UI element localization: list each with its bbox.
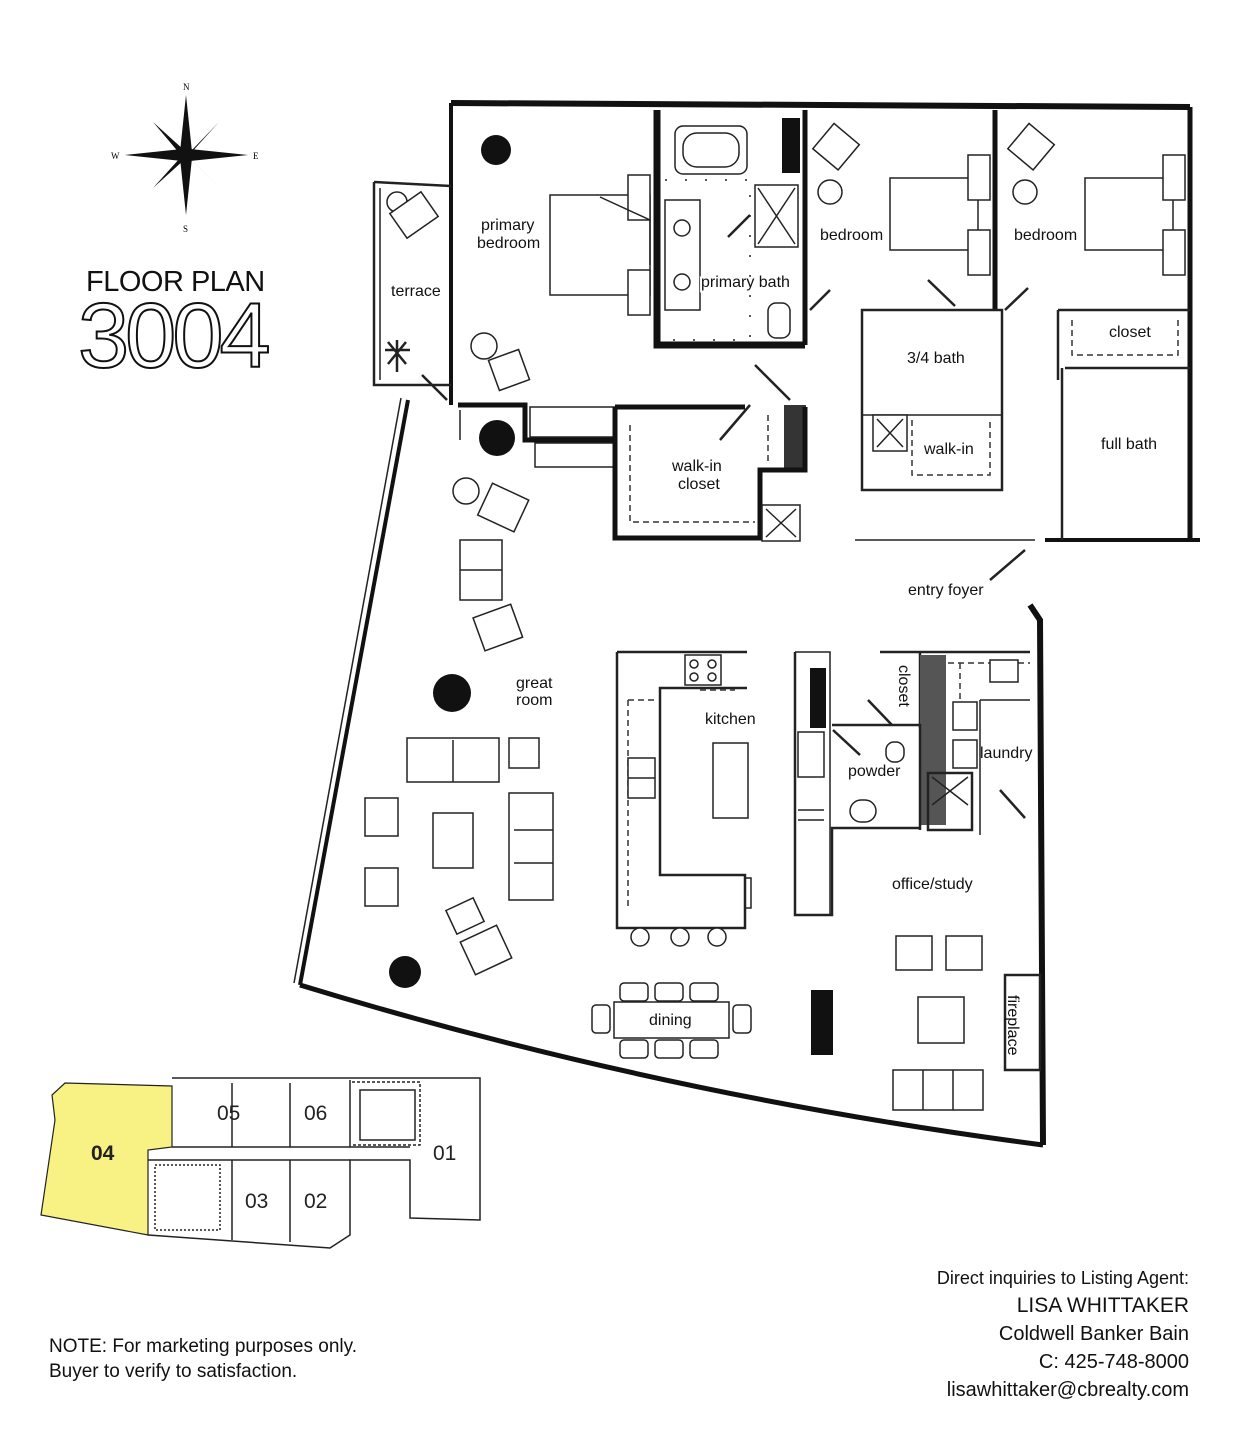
label-powder: powder xyxy=(848,763,901,780)
keyplan-label-01: 01 xyxy=(433,1142,456,1165)
label-entry-foyer: entry foyer xyxy=(908,582,984,599)
keyplan-label-02: 02 xyxy=(304,1190,327,1213)
label-walk-in: walk-in xyxy=(923,441,974,458)
furniture xyxy=(364,118,1186,1111)
keyplan-label-04: 04 xyxy=(91,1142,115,1165)
agent-name: LISA WHITTAKER xyxy=(1016,1294,1189,1317)
label-closet-vertical: closet xyxy=(895,665,912,707)
agent-email[interactable]: lisawhittaker@cbrealty.com xyxy=(946,1379,1189,1401)
note-line-1: NOTE: For marketing purposes only. xyxy=(49,1336,357,1357)
label-primary-bath: primary bath xyxy=(701,274,790,291)
room-labels: terrace primary bedroom primary bath bed… xyxy=(391,217,1157,1056)
compass-rose-icon: N S W E xyxy=(111,82,259,234)
label-terrace: terrace xyxy=(391,283,441,300)
label-kitchen: kitchen xyxy=(705,711,756,728)
compass-e: E xyxy=(253,151,259,161)
note-line-2: Buyer to verify to satisfaction. xyxy=(49,1361,298,1382)
label-fireplace: fireplace xyxy=(1004,995,1021,1056)
agent-intro: Direct inquiries to Listing Agent: xyxy=(936,1268,1189,1288)
label-laundry: laundry xyxy=(980,745,1032,762)
label-bedroom-b: bedroom xyxy=(1014,227,1077,244)
keyplan-label-05: 05 xyxy=(217,1102,240,1125)
door-swings xyxy=(421,214,1029,819)
interior-walls xyxy=(458,110,1190,1072)
label-office-study: office/study xyxy=(892,876,973,893)
unit-number: 3004 xyxy=(77,285,272,387)
label-walk-in-closet-2: closet xyxy=(678,476,720,493)
agent-contact-block: Direct inquiries to Listing Agent: LISA … xyxy=(937,1264,1189,1404)
label-primary-bedroom-1: primary xyxy=(481,217,534,234)
agent-company: Coldwell Banker Bain xyxy=(998,1323,1189,1345)
label-dining: dining xyxy=(649,1012,692,1029)
keyplan-label-03: 03 xyxy=(245,1190,268,1213)
floor-plan-title: FLOOR PLAN xyxy=(86,266,265,298)
keyplan-label-06: 06 xyxy=(304,1102,327,1125)
compass-s: S xyxy=(183,224,188,234)
compass-n: N xyxy=(183,82,190,92)
key-plan: 05 06 04 01 03 02 xyxy=(40,1077,481,1249)
label-primary-bedroom-2: bedroom xyxy=(477,235,540,252)
label-three-quarter-bath: 3/4 bath xyxy=(907,350,965,367)
label-walk-in-closet-1: walk-in xyxy=(671,458,722,475)
label-great-room-1: great xyxy=(516,675,553,692)
label-great-room-2: room xyxy=(516,692,552,709)
label-full-bath: full bath xyxy=(1101,436,1157,453)
label-closet-top: closet xyxy=(1109,324,1151,341)
label-bedroom-a: bedroom xyxy=(820,227,883,244)
compass-w: W xyxy=(111,151,120,161)
disclaimer-note: NOTE: For marketing purposes only. Buyer… xyxy=(49,1334,357,1384)
exterior-walls xyxy=(293,100,1200,1148)
agent-phone: C: 425-748-8000 xyxy=(1038,1351,1189,1373)
